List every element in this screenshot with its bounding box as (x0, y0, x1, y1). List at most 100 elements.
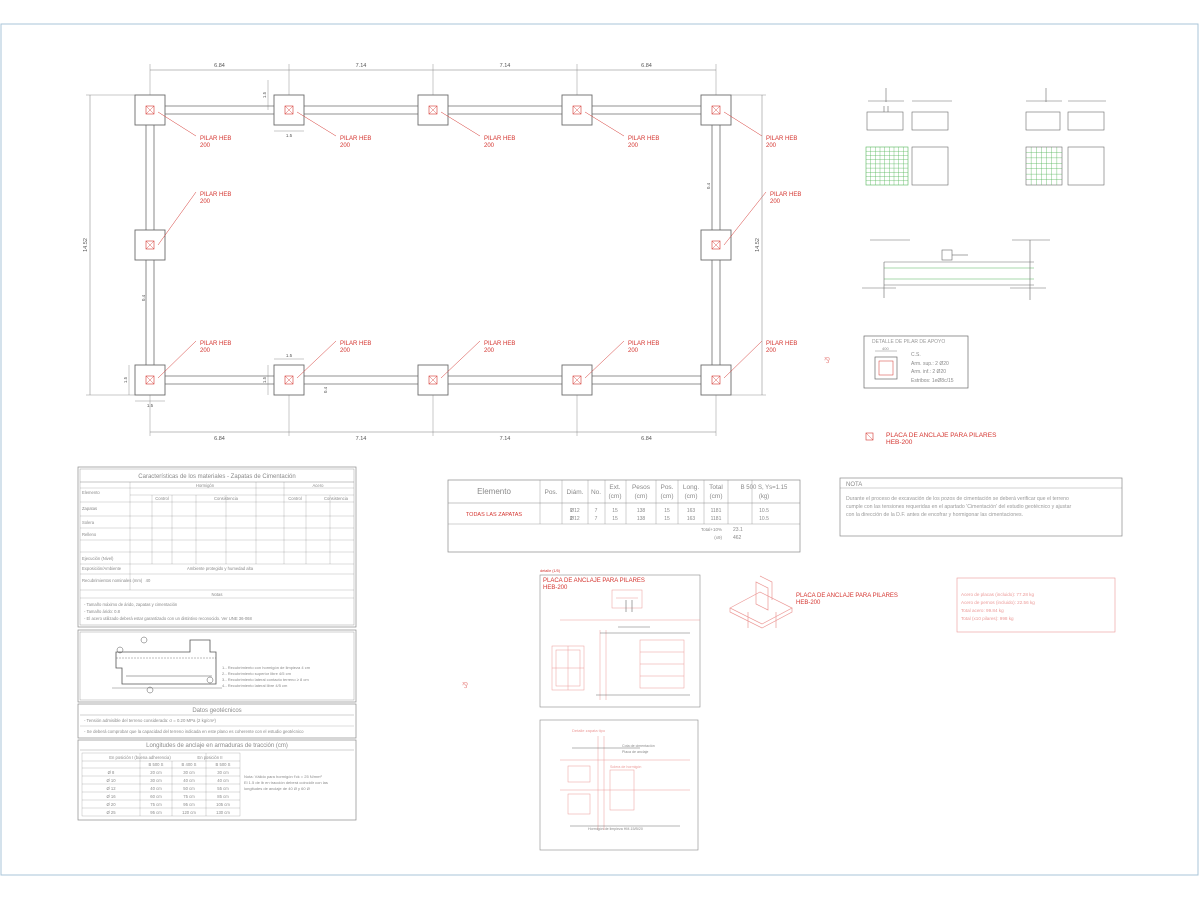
nota-box: NOTA Durante el proceso de excavación de… (839, 477, 1123, 537)
anchorage-cell: 75 cm (183, 794, 195, 799)
geotech-line-2: - Se deberá comprobar que la capacidad d… (84, 729, 304, 734)
small-dim-value: 1.5 (147, 403, 154, 408)
pier-detail-l1: C.S. (911, 352, 921, 358)
anchorage-head-2: En posición II (197, 755, 222, 760)
zapata-label-c: Solera de hormigón (610, 765, 641, 769)
pilar-label-size: 200 (200, 348, 211, 354)
steel-cell: 138 (637, 516, 646, 522)
anchorage-cell: 120 cm (182, 810, 196, 815)
pilar-label: PILAR HEB (200, 136, 231, 142)
pilar-label-size: 200 (484, 348, 495, 354)
anchorage-cell: 85 cm (217, 794, 229, 799)
anchor-plate-cross (572, 105, 582, 115)
pilar-label-size: 200 (766, 348, 777, 354)
anchorage-cell: Ø 20 (106, 802, 116, 807)
pilar-label-size: 200 (340, 143, 351, 149)
pilar-label: PILAR HEB (340, 341, 371, 347)
pilar-label: PILAR HEB (766, 341, 797, 347)
dim-bottom-value: 7.14 (356, 436, 367, 442)
pilar-label-size: 200 (770, 199, 781, 205)
anchor-plate-cross (572, 375, 582, 385)
small-dim-value: 1.5 (262, 376, 267, 383)
anchorage-note-3: longitudes de anclaje de 40 Ø y 60 Ø (244, 786, 310, 791)
pilar-leader (584, 111, 625, 137)
materials-row-1: Elemento (82, 490, 100, 495)
pilar-label-size: 200 (340, 348, 351, 354)
zapata-top-label: Detalle zapata tipo (572, 728, 606, 733)
anchorage-cell: 20 cm (150, 770, 162, 775)
anchor-plate-cross (428, 375, 438, 385)
steel-cell: 15 (612, 516, 618, 522)
zapata-label-a: Cota de cimentación (622, 744, 655, 748)
anchor-plate (145, 240, 155, 250)
pilar-label-size: 200 (766, 143, 777, 149)
pilar-leader (584, 340, 625, 379)
steel-total-label: Total+10% (701, 527, 722, 532)
anchorage-title: Longitudes de anclaje en armaduras de tr… (146, 743, 288, 749)
dim-top-value: 6.84 (214, 63, 225, 69)
zapata-foot: Hormigón de limpieza HM-15/B/20 (588, 827, 643, 831)
steel-cell: Ø12 (570, 516, 580, 522)
steel-pos: 2 (570, 516, 573, 522)
anchorage-cell: 130 cm (216, 810, 230, 815)
steel-header: Pos. (544, 489, 557, 496)
materials-sub-3: Control (288, 496, 302, 501)
steel-total2-label: (x9) (714, 535, 722, 540)
footing-detail-1 (865, 88, 952, 186)
steel-cell: 10.5 (759, 516, 769, 522)
anchorage-cell: 95 cm (150, 810, 162, 815)
pilar-label: PILAR HEB (628, 136, 659, 142)
materials-table: Características de los materiales - Zapa… (77, 466, 357, 628)
steel-total2-value: 462 (733, 535, 742, 541)
steel-cell: Ø12 (570, 508, 580, 514)
steel-header: Pos. (660, 484, 673, 491)
anchorage-cell: 40 cm (217, 778, 229, 783)
anchorage-cell: 30 cm (150, 778, 162, 783)
materials-row-6: Exposición/Ambiente (82, 566, 122, 571)
section-note-3: 3.- Recubrimiento lateral contacto terre… (222, 677, 309, 682)
dim-left-value: 14.52 (83, 238, 89, 252)
anchor-plate-cross (284, 375, 294, 385)
pier-detail-dim: 400 (882, 346, 889, 351)
steel-cell: 15 (664, 516, 670, 522)
anchorage-cell: Ø 10 (106, 778, 116, 783)
dim-bottom-value: 6.84 (641, 436, 652, 442)
iso-plate-line-2: HEB-200 (796, 600, 821, 606)
anchorage-cell: Ø 12 (106, 786, 116, 791)
steel-pos: 1 (570, 508, 573, 514)
anchor-plate (145, 105, 155, 115)
anchorage-sub-1: B 500 S (149, 762, 164, 767)
anchor-plate-cross (711, 240, 721, 250)
steel-header: Elemento (477, 487, 511, 496)
anchor-plate-cross (428, 105, 438, 115)
steel-element: TODAS LAS ZAPATAS (466, 512, 522, 518)
materials-notes-title: Notas (212, 592, 223, 597)
dim-top-value: 7.14 (356, 63, 367, 69)
pink-mark: ⅋ (824, 356, 830, 365)
footing-section-sketch: 1.- Recubrimiento con hormigón de limpie… (77, 629, 357, 703)
small-dim-value: 1.5 (286, 133, 293, 138)
anchor-plate-cross (145, 375, 155, 385)
steel-cell: 163 (687, 508, 696, 514)
materials-sub-2: Consistencia (214, 496, 239, 501)
dim-top-value: 7.14 (500, 63, 511, 69)
pier-detail-l4: Estribos: 1eØ8c/15 (911, 378, 954, 384)
materials-group-2: Acero (313, 483, 325, 488)
steel-cell: 10.5 (759, 508, 769, 514)
pilar-leader (296, 340, 337, 379)
steel-summary-4: Total (x10 pilares): 998 kg (961, 616, 1014, 621)
iso-anchor-plate: PLACA DE ANCLAJE PARA PILARES HEB-200 (729, 575, 898, 629)
anchorage-head-1: En posición I (buena adherencia) (109, 755, 171, 760)
sheet-border (0, 23, 1199, 876)
nota-title: NOTA (846, 482, 862, 488)
anchorage-cell: 50 cm (183, 786, 195, 791)
steel-header: Pesos (632, 484, 651, 491)
anchor-plate (428, 105, 438, 115)
iso-plate-line-1: PLACA DE ANCLAJE PARA PILARES (796, 593, 898, 599)
steel-header: No. (591, 489, 601, 496)
small-dim-value: 1.5 (123, 376, 128, 383)
